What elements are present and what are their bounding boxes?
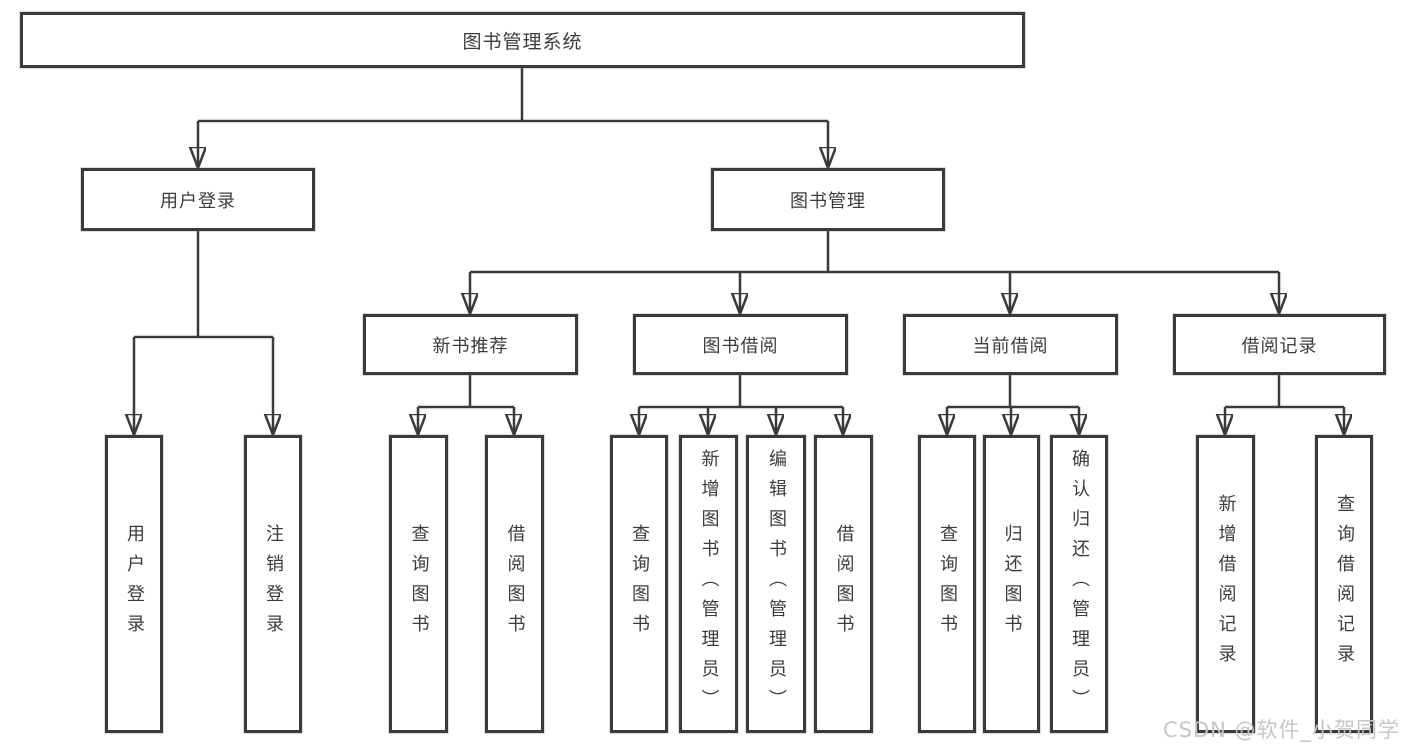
leaf-user-login: 用户登录 <box>105 435 163 733</box>
leaf-label: 查询图书 <box>937 524 958 644</box>
leaf-label: 借阅图书 <box>833 524 855 644</box>
leaf-edit-books-admin: 编辑图书（管理员） <box>746 435 806 733</box>
leaf-label: 注销登录 <box>263 524 284 644</box>
node-label: 当前借阅 <box>972 335 1049 357</box>
node-label: 新书推荐 <box>432 335 509 357</box>
leaf-query-books-recommendation: 查询图书 <box>389 435 448 733</box>
leaf-query-borrowing-record: 查询借阅记录 <box>1315 435 1373 733</box>
leaf-query-books-borrowing: 查询图书 <box>610 435 668 733</box>
leaf-return-books: 归还图书 <box>983 435 1040 733</box>
leaf-add-borrowing-record: 新增借阅记录 <box>1196 435 1255 733</box>
leaf-borrow-books-borrowing: 借阅图书 <box>814 435 873 733</box>
leaf-label: 借阅图书 <box>504 524 526 644</box>
node-label: 图书管理系统 <box>462 30 583 53</box>
node-borrowing-records: 借阅记录 <box>1173 314 1386 375</box>
leaf-label: 查询图书 <box>629 524 650 644</box>
leaf-label: 查询借阅记录 <box>1334 494 1355 674</box>
leaf-query-books-current: 查询图书 <box>918 435 976 733</box>
leaf-label: 编辑图书（管理员） <box>766 449 787 719</box>
leaf-label: 用户登录 <box>124 524 145 644</box>
node-label: 用户登录 <box>160 190 236 212</box>
node-user-login: 用户登录 <box>81 168 315 231</box>
node-book-borrowing: 图书借阅 <box>633 314 848 375</box>
leaf-logout: 注销登录 <box>244 435 302 733</box>
leaf-confirm-return-admin: 确认归还（管理员） <box>1050 435 1108 733</box>
node-current-borrowing: 当前借阅 <box>903 314 1118 375</box>
leaf-label: 归还图书 <box>1001 524 1023 644</box>
node-new-book-recommendation: 新书推荐 <box>363 314 578 375</box>
node-label: 图书管理 <box>790 190 866 212</box>
leaf-label: 确认归还（管理员） <box>1069 449 1090 719</box>
node-label: 借阅记录 <box>1241 335 1318 357</box>
node-book-management: 图书管理 <box>711 168 945 231</box>
leaf-add-books-admin: 新增图书（管理员） <box>679 435 738 733</box>
csdn-watermark: CSDN @软件_小贺同学 <box>1163 718 1401 742</box>
leaf-label: 新增借阅记录 <box>1215 494 1237 674</box>
node-label: 图书借阅 <box>702 335 779 357</box>
leaf-label: 新增图书（管理员） <box>698 449 720 719</box>
leaf-borrow-books-recommendation: 借阅图书 <box>485 435 544 733</box>
node-library-management-system: 图书管理系统 <box>20 12 1025 68</box>
leaf-label: 查询图书 <box>408 524 430 644</box>
